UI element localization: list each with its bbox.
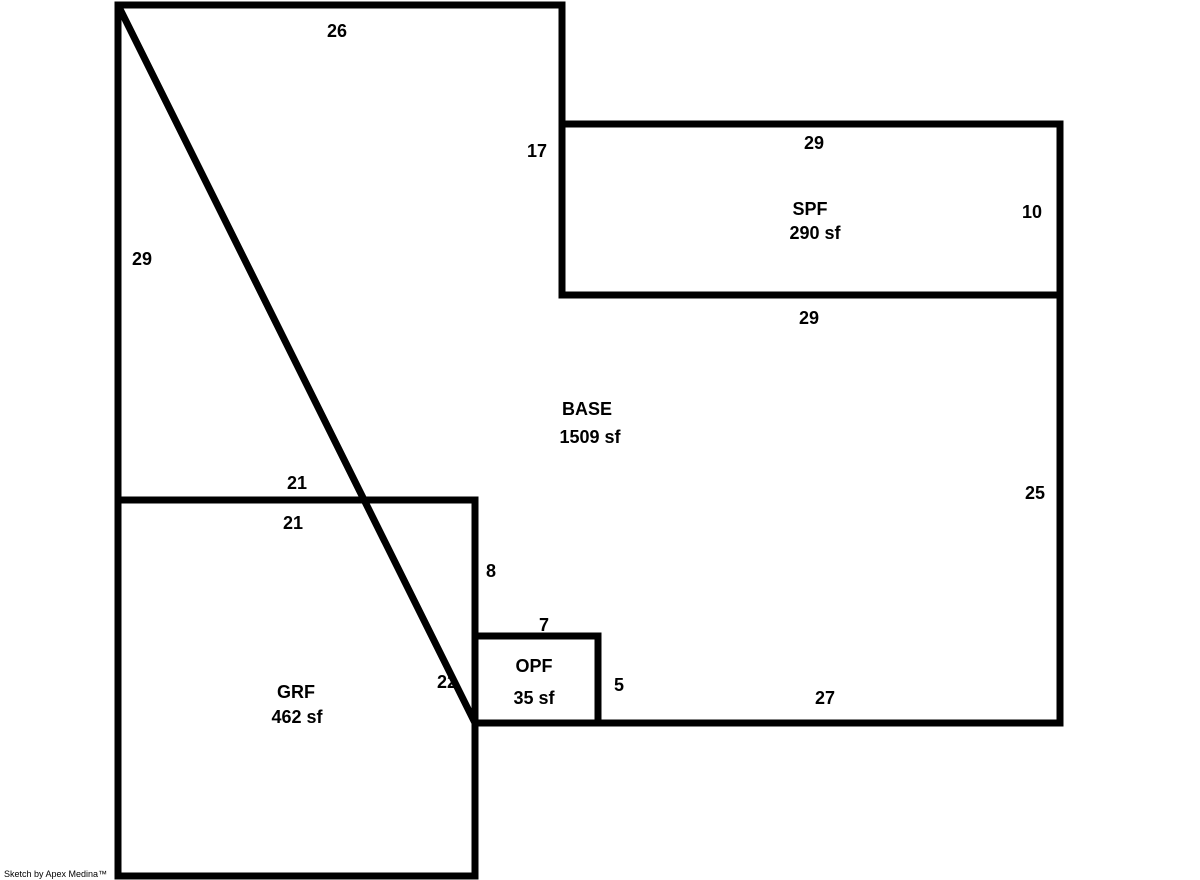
opf-area-name: OPF (515, 656, 552, 676)
spf-outline (558, 120, 1064, 299)
base-outline (114, 1, 1064, 727)
dim-grf-top-inner: 21 (283, 513, 303, 533)
dim-spf-top: 29 (804, 133, 824, 153)
dim-spf-bottom: 29 (799, 308, 819, 328)
dim-base-left: 29 (132, 249, 152, 269)
dim-opf-top: 7 (539, 615, 549, 635)
opf-area-size: 35 sf (513, 688, 555, 708)
grf-area-size: 462 sf (271, 707, 323, 727)
dim-base-step: 8 (486, 561, 496, 581)
spf-area-name: SPF (792, 199, 827, 219)
dim-grf-right: 22 (437, 672, 457, 692)
dim-base-top: 26 (327, 21, 347, 41)
dim-opf-right: 5 (614, 675, 624, 695)
dim-base-bottom: 27 (815, 688, 835, 708)
spf-area-size: 290 sf (789, 223, 841, 243)
sketch-credit: Sketch by Apex Medina™ (4, 869, 107, 879)
dim-base-notch: 17 (527, 141, 547, 161)
dim-spf-right: 10 (1022, 202, 1042, 222)
opf-outline (471, 632, 602, 727)
base-area-name: BASE (562, 399, 612, 419)
grf-area-name: GRF (277, 682, 315, 702)
dim-base-right: 25 (1025, 483, 1045, 503)
dim-grf-top-outer: 21 (287, 473, 307, 493)
base-area-size: 1509 sf (559, 427, 621, 447)
grf-outline (114, 496, 479, 880)
